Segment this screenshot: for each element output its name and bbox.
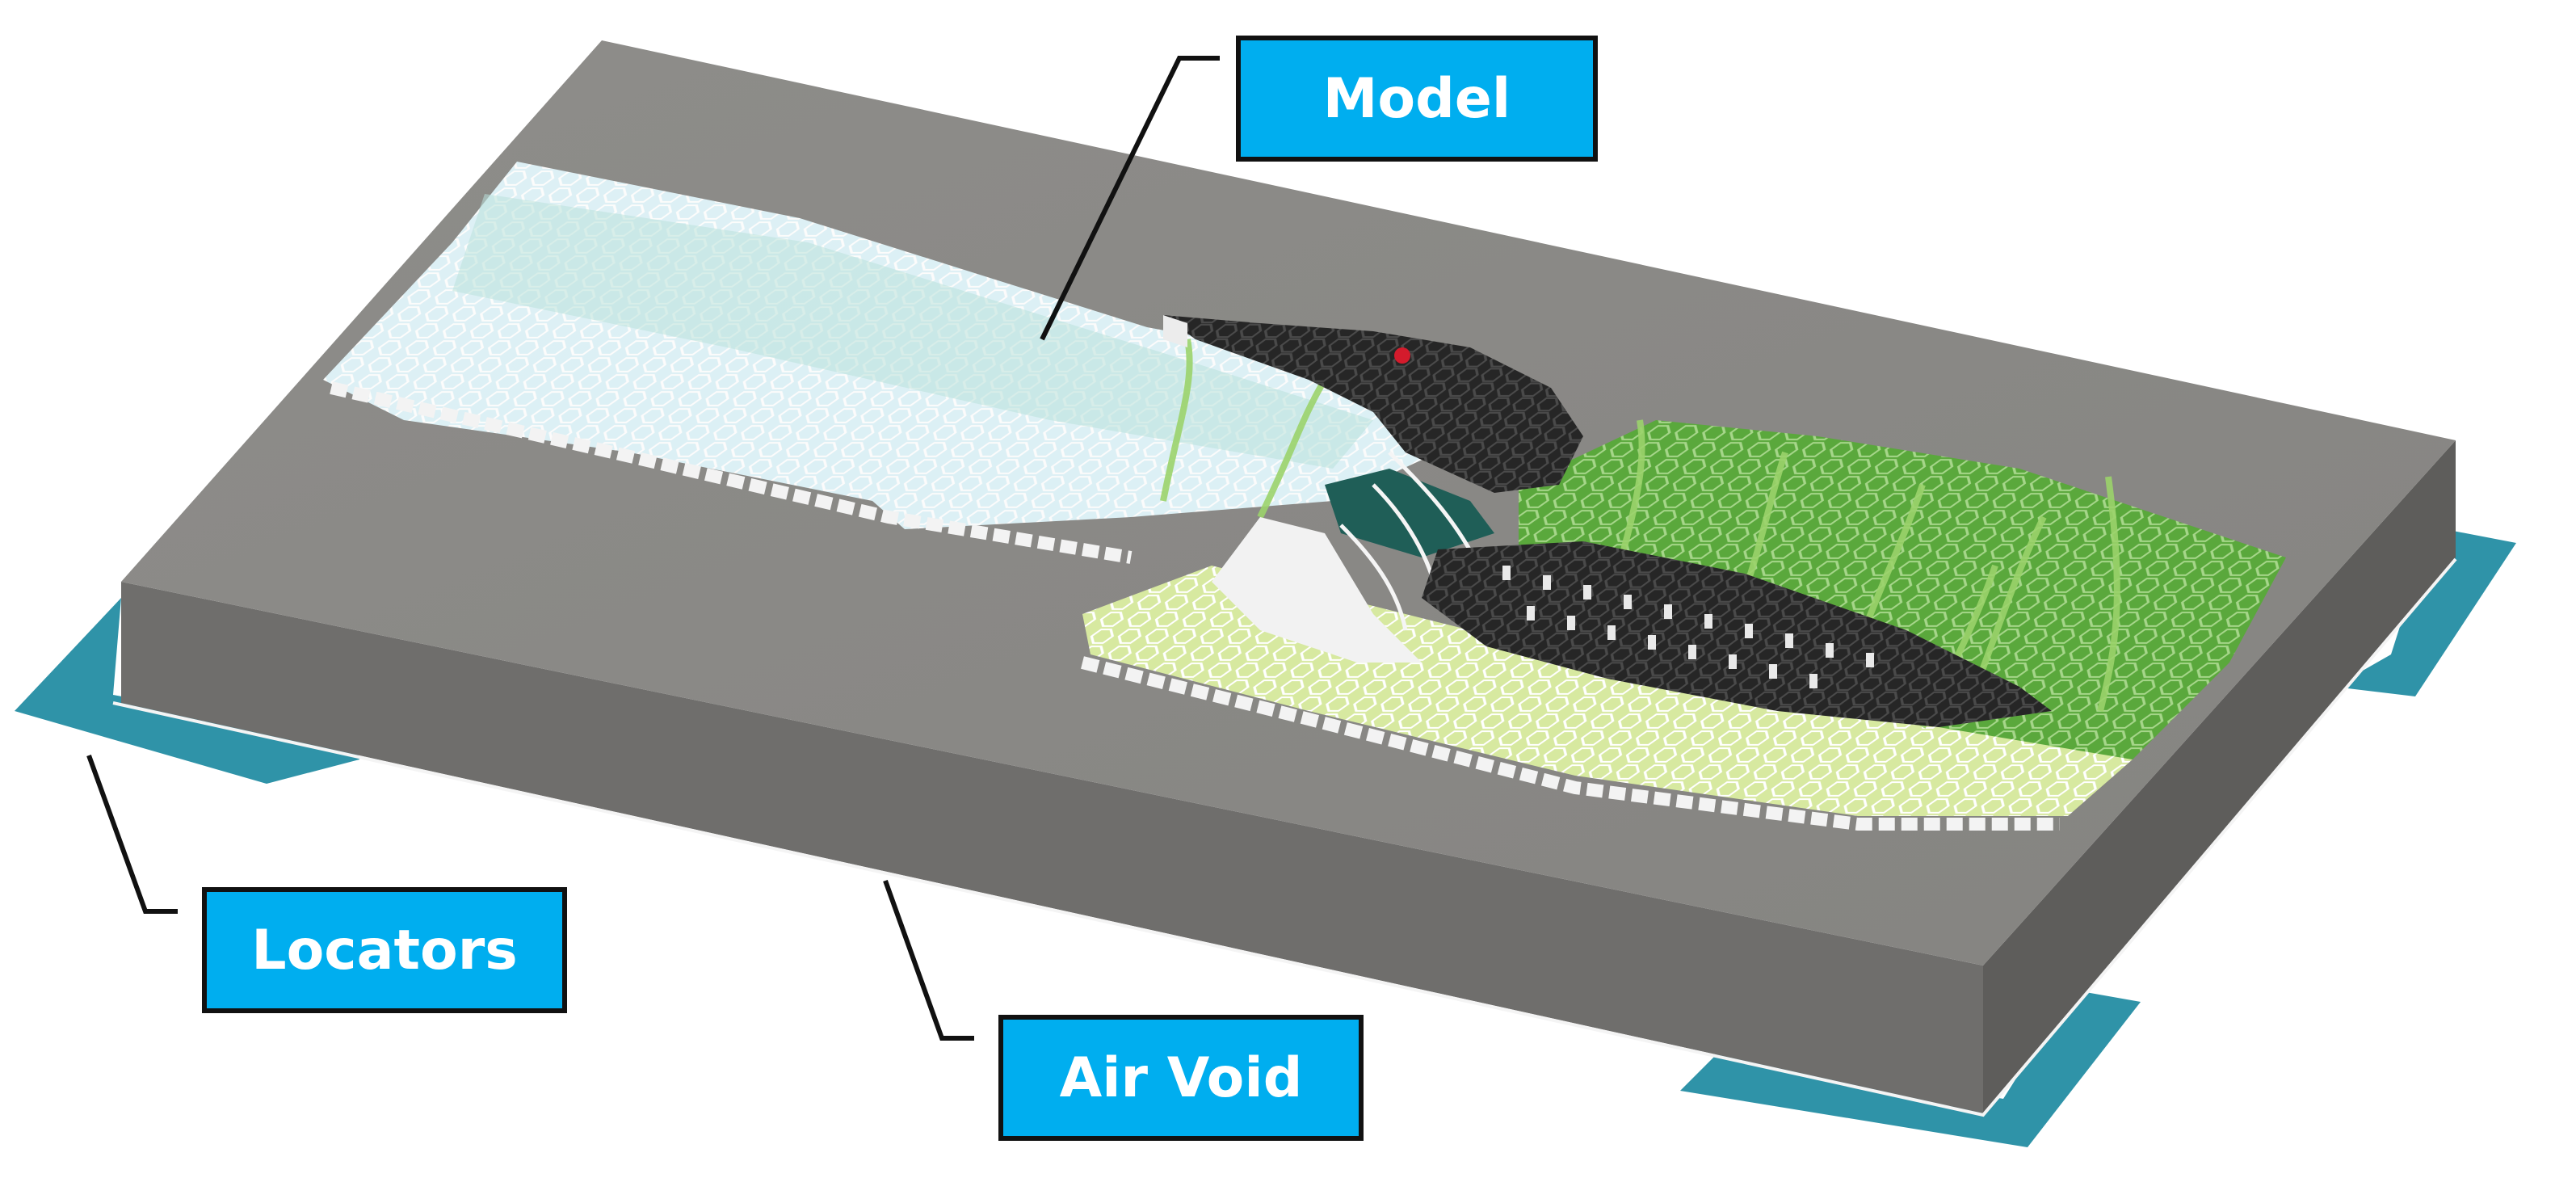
model-lower-rim [1081,656,2060,831]
label-model: Model [1236,36,1598,162]
label-air-void-text: Air Void [1059,1045,1303,1110]
label-locators-text: Locators [251,918,518,982]
leader-line-locators [86,754,178,914]
model-water-tint [452,194,1373,469]
loon-neck-teal [1325,469,1494,557]
locator-right-back [2334,525,2516,696]
label-locators: Locators [202,887,567,1013]
loon-body-spots [1502,566,1874,688]
leader-line-model [1040,56,1220,341]
base-side-face [1983,440,2456,1113]
model-grass-region [1519,420,2286,759]
loon-body [1422,541,2052,727]
loon-head [1163,315,1583,493]
model-left-rim [330,381,1133,564]
loon-beak-edge [1163,315,1187,347]
leader-line-air-void [883,879,974,1041]
model-group [323,162,2286,831]
label-model-text: Model [1322,66,1511,131]
loon-eye [1394,347,1410,364]
base-edge-highlight [112,557,2457,1117]
label-air-void: Air Void [998,1015,1364,1141]
leader-lines [86,56,1220,1041]
base-front-face [121,582,1983,1113]
locator-right-front [1680,990,2141,1147]
loon-breast [1212,517,1422,663]
